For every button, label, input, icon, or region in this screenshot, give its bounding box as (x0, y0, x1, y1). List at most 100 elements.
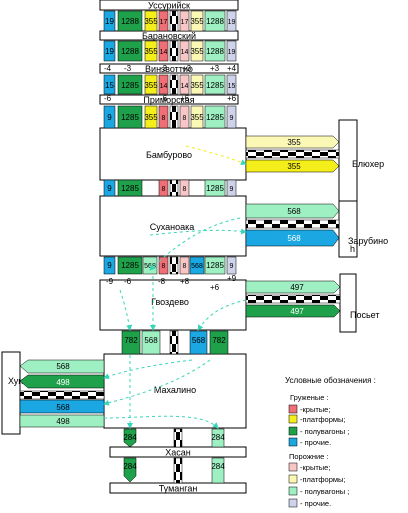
segment-makhalino-khasan: 284 284 (123, 428, 225, 448)
svg-text:17: 17 (160, 19, 168, 26)
branch-zarubino: 568 568 (245, 203, 340, 247)
svg-text:497: 497 (290, 283, 304, 292)
svg-text:-6: -6 (104, 94, 112, 103)
svg-text:Условные обозначения :: Условные обозначения : (285, 376, 376, 385)
svg-text:1285: 1285 (206, 184, 224, 193)
svg-text:19: 19 (105, 47, 114, 56)
svg-text:Барановский: Барановский (142, 31, 196, 41)
svg-text:1288: 1288 (206, 17, 224, 26)
segment-khasan-tumangan: 284 284 (123, 457, 225, 484)
delta-row-baranovsky: -4 -3 -3 +3 +3 +4 (104, 64, 237, 73)
svg-text:8: 8 (183, 263, 187, 270)
svg-text:Винзвоттио: Винзвоттио (145, 64, 193, 74)
svg-text:-платформы;: -платформы; (300, 475, 346, 484)
svg-text:1288: 1288 (121, 47, 139, 56)
svg-text:9: 9 (230, 186, 234, 193)
station-bamburovo: Бамбурово (99, 127, 247, 181)
svg-text:498: 498 (56, 378, 70, 387)
svg-text:19: 19 (105, 17, 114, 26)
svg-text:Груженые :: Груженые : (290, 393, 329, 402)
svg-text:17: 17 (181, 19, 189, 26)
svg-text:+9: +9 (227, 274, 237, 283)
segment-primorskaya-bamburovo: 9 1285 355 8 8 355 1285 9 (103, 105, 237, 129)
svg-text:355: 355 (287, 162, 301, 171)
flow-arrows (103, 145, 247, 429)
svg-text:+6: +6 (180, 94, 190, 103)
svg-text:1285: 1285 (206, 261, 224, 270)
svg-text:568: 568 (192, 336, 206, 345)
svg-text:284: 284 (123, 462, 137, 471)
svg-text:1285: 1285 (206, 81, 224, 90)
svg-text:-3: -3 (160, 64, 168, 73)
destination-zarubino: Зарубино h (338, 200, 388, 258)
svg-text:498: 498 (56, 417, 70, 426)
svg-text:14: 14 (181, 83, 189, 90)
svg-text:9: 9 (230, 263, 234, 270)
destination-blukher: Блюхер (338, 119, 384, 203)
svg-text:355: 355 (144, 47, 158, 56)
svg-text:568: 568 (191, 263, 203, 270)
svg-text:568: 568 (56, 362, 70, 371)
svg-text:284: 284 (211, 462, 225, 471)
svg-text:h: h (350, 244, 355, 254)
svg-text:355: 355 (144, 113, 158, 122)
svg-text:+6: +6 (227, 94, 237, 103)
svg-text:-платформы;: -платформы; (300, 415, 346, 424)
station-tumangan: Туманган (109, 482, 247, 494)
legend: Условные обозначения : Груженые : -крыты… (285, 376, 376, 508)
svg-text:Махалино: Махалино (154, 385, 196, 395)
station-baranovsky: Барановский (99, 30, 239, 41)
svg-text:355: 355 (190, 17, 204, 26)
segment-voroshilov-primorskaya: 15 1285 355 14 14 355 1285 15 (103, 74, 237, 95)
svg-text:1285: 1285 (121, 113, 139, 122)
svg-text:-9: -9 (106, 277, 114, 286)
svg-text:Порожние :: Порожние : (289, 452, 329, 461)
svg-text:Гвоздево: Гвоздево (151, 297, 189, 307)
svg-text:8: 8 (183, 186, 187, 193)
svg-text:-6: -6 (124, 277, 132, 286)
station-primorskaya: Приморская (99, 94, 239, 105)
station-ussuriysk: Уссурийск (99, 0, 239, 11)
branch-posyet: 497 497 (245, 280, 341, 318)
svg-text:1285: 1285 (121, 81, 139, 90)
svg-text:284: 284 (211, 433, 225, 442)
svg-text:284: 284 (123, 433, 137, 442)
svg-text:14: 14 (160, 49, 168, 56)
station-sukhanovka: Суханоака (99, 195, 247, 257)
svg-text:1285: 1285 (206, 113, 224, 122)
svg-text:782: 782 (212, 336, 226, 345)
svg-text:-6: -6 (160, 94, 168, 103)
branch-hunchun: 568 498 568 498 (19, 359, 105, 428)
svg-text:+6: +6 (210, 283, 220, 292)
svg-text:-8: -8 (158, 277, 166, 286)
svg-text:15: 15 (105, 81, 114, 90)
svg-text:Туманган: Туманган (159, 484, 198, 494)
delta-row-sukhanovka: -9 -6 -8 +8 +9 +6 (106, 274, 237, 292)
svg-text:782: 782 (124, 336, 138, 345)
station-gvozdevo: Гвоздево (99, 279, 247, 331)
svg-text:355: 355 (190, 113, 204, 122)
svg-text:-4: -4 (104, 64, 112, 73)
svg-text:14: 14 (181, 49, 189, 56)
svg-text:Приморская: Приморская (143, 95, 194, 105)
svg-text:355: 355 (190, 47, 204, 56)
svg-text:-3: -3 (124, 64, 132, 73)
svg-text:+8: +8 (180, 277, 190, 286)
svg-text:Блюхер: Блюхер (352, 159, 384, 169)
svg-text:19: 19 (228, 49, 236, 56)
svg-text:568: 568 (56, 403, 70, 412)
svg-text:355: 355 (144, 17, 158, 26)
svg-text:1285: 1285 (121, 261, 139, 270)
svg-text:+3: +3 (182, 64, 192, 73)
svg-text:+4: +4 (227, 64, 237, 73)
svg-text:568: 568 (144, 263, 156, 270)
svg-text:568: 568 (287, 207, 301, 216)
station-voroshilov: Винзвоттио (99, 63, 239, 74)
svg-text:Посьет: Посьет (350, 310, 380, 320)
svg-text:- прочие.: - прочие. (300, 438, 331, 447)
svg-text:8: 8 (162, 263, 166, 270)
svg-text:- прочие.: - прочие. (300, 499, 331, 508)
svg-text:-крытые;: -крытые; (300, 405, 330, 414)
svg-text:9: 9 (107, 261, 112, 270)
